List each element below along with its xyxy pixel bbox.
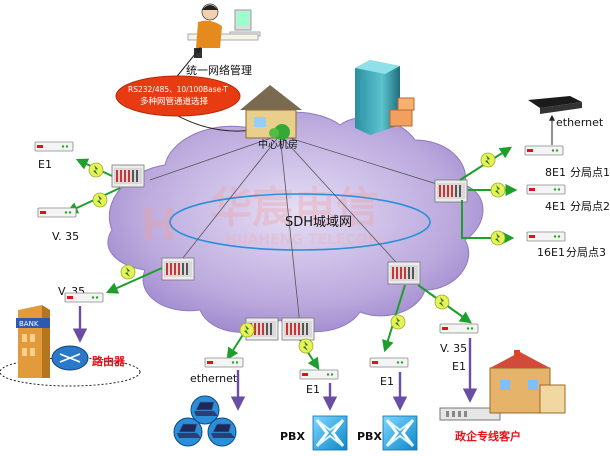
watermark: 华宸电信 HUAHENG TELECOM H [140,183,382,251]
pbx1-label: PBX [280,430,305,443]
protocol-converter-icon [439,323,479,334]
protocol-converter-icon [64,292,104,303]
branch2-rate: 4E1 [545,200,566,213]
e1-pbx1-label: E1 [306,383,320,396]
optical-multiplexer-icon [387,261,421,285]
e1-right-label: E1 [452,360,466,373]
lightning-link-icon [88,162,104,178]
channel-line1: RS232/485、10/100Base-T [128,85,228,94]
channel-badge: RS232/485、10/100Base-T 多种网管通道选择 [115,75,241,117]
house-building-icon [240,85,302,140]
router-icon [51,345,89,371]
router-icon [528,96,582,114]
v35-right-label: V. 35 [440,342,467,355]
modem-icon [34,141,74,152]
laptop-group-icon [173,395,237,447]
sdh-label: SDH城域网 [285,215,352,230]
modem-icon [526,231,566,242]
modem-icon [369,357,409,368]
bank-label: BANK [19,320,39,328]
lightning-link-icon [120,264,136,280]
watermark-cn: 华宸电信 [210,183,378,232]
pbx2-label: PBX [357,430,382,443]
lightning-link-icon [239,322,255,338]
branch3-rate: 16E1 [537,246,565,259]
office-building-icon [489,350,566,414]
spoke-lines [149,134,441,326]
ethernet-top-label: ethernet [556,116,604,129]
branch1-name: 分局点1 [570,166,610,179]
lightning-link-icon [490,230,506,246]
sdh-ring [169,193,431,251]
modem-icon [299,369,339,380]
optical-multiplexer-icon [111,164,145,188]
protocol-converter-icon [37,207,77,218]
modem-icon [526,184,566,195]
router-label: 路由器 [92,354,126,368]
modem-icon [524,145,564,156]
e1-top-left-label: E1 [38,158,52,171]
nms-label: 统一网络管理 [186,63,252,77]
e1-pbx2-label: E1 [380,375,394,388]
optical-multiplexer-icon [161,257,195,281]
operator-at-computer-icon [187,3,261,58]
center-room-label: 中心机房 [258,138,298,151]
modem-icon [204,357,244,368]
lightning-link-icon [490,182,506,198]
watermark-en: HUAHENG TELECOM [225,232,382,248]
bank-building-icon: BANK [0,305,141,387]
branch1-rate: 8E1 [545,166,566,179]
lightning-link-icon [480,152,496,168]
optical-multiplexer-icon [439,407,501,421]
lightning-link-icon [92,192,108,208]
channel-line2: 多种网管通道选择 [140,96,209,107]
server-tower-icon [355,60,415,135]
lightning-link-icon [298,338,314,354]
optical-multiplexer-icon [281,317,315,341]
branch3-name: 分局点3 [566,246,606,259]
pbx-switch-icon [381,414,419,452]
lightning-link-icon [434,294,450,310]
gov-customer-label: 政企专线客户 [455,429,521,443]
optical-multiplexer-icon [434,179,468,203]
lightning-link-icon [390,314,406,330]
pbx-switch-icon [311,414,349,452]
ethernet-bottom-label: ethernet [190,372,238,385]
branch2-name: 分局点2 [570,200,610,213]
v35-left-label: V. 35 [52,230,79,243]
